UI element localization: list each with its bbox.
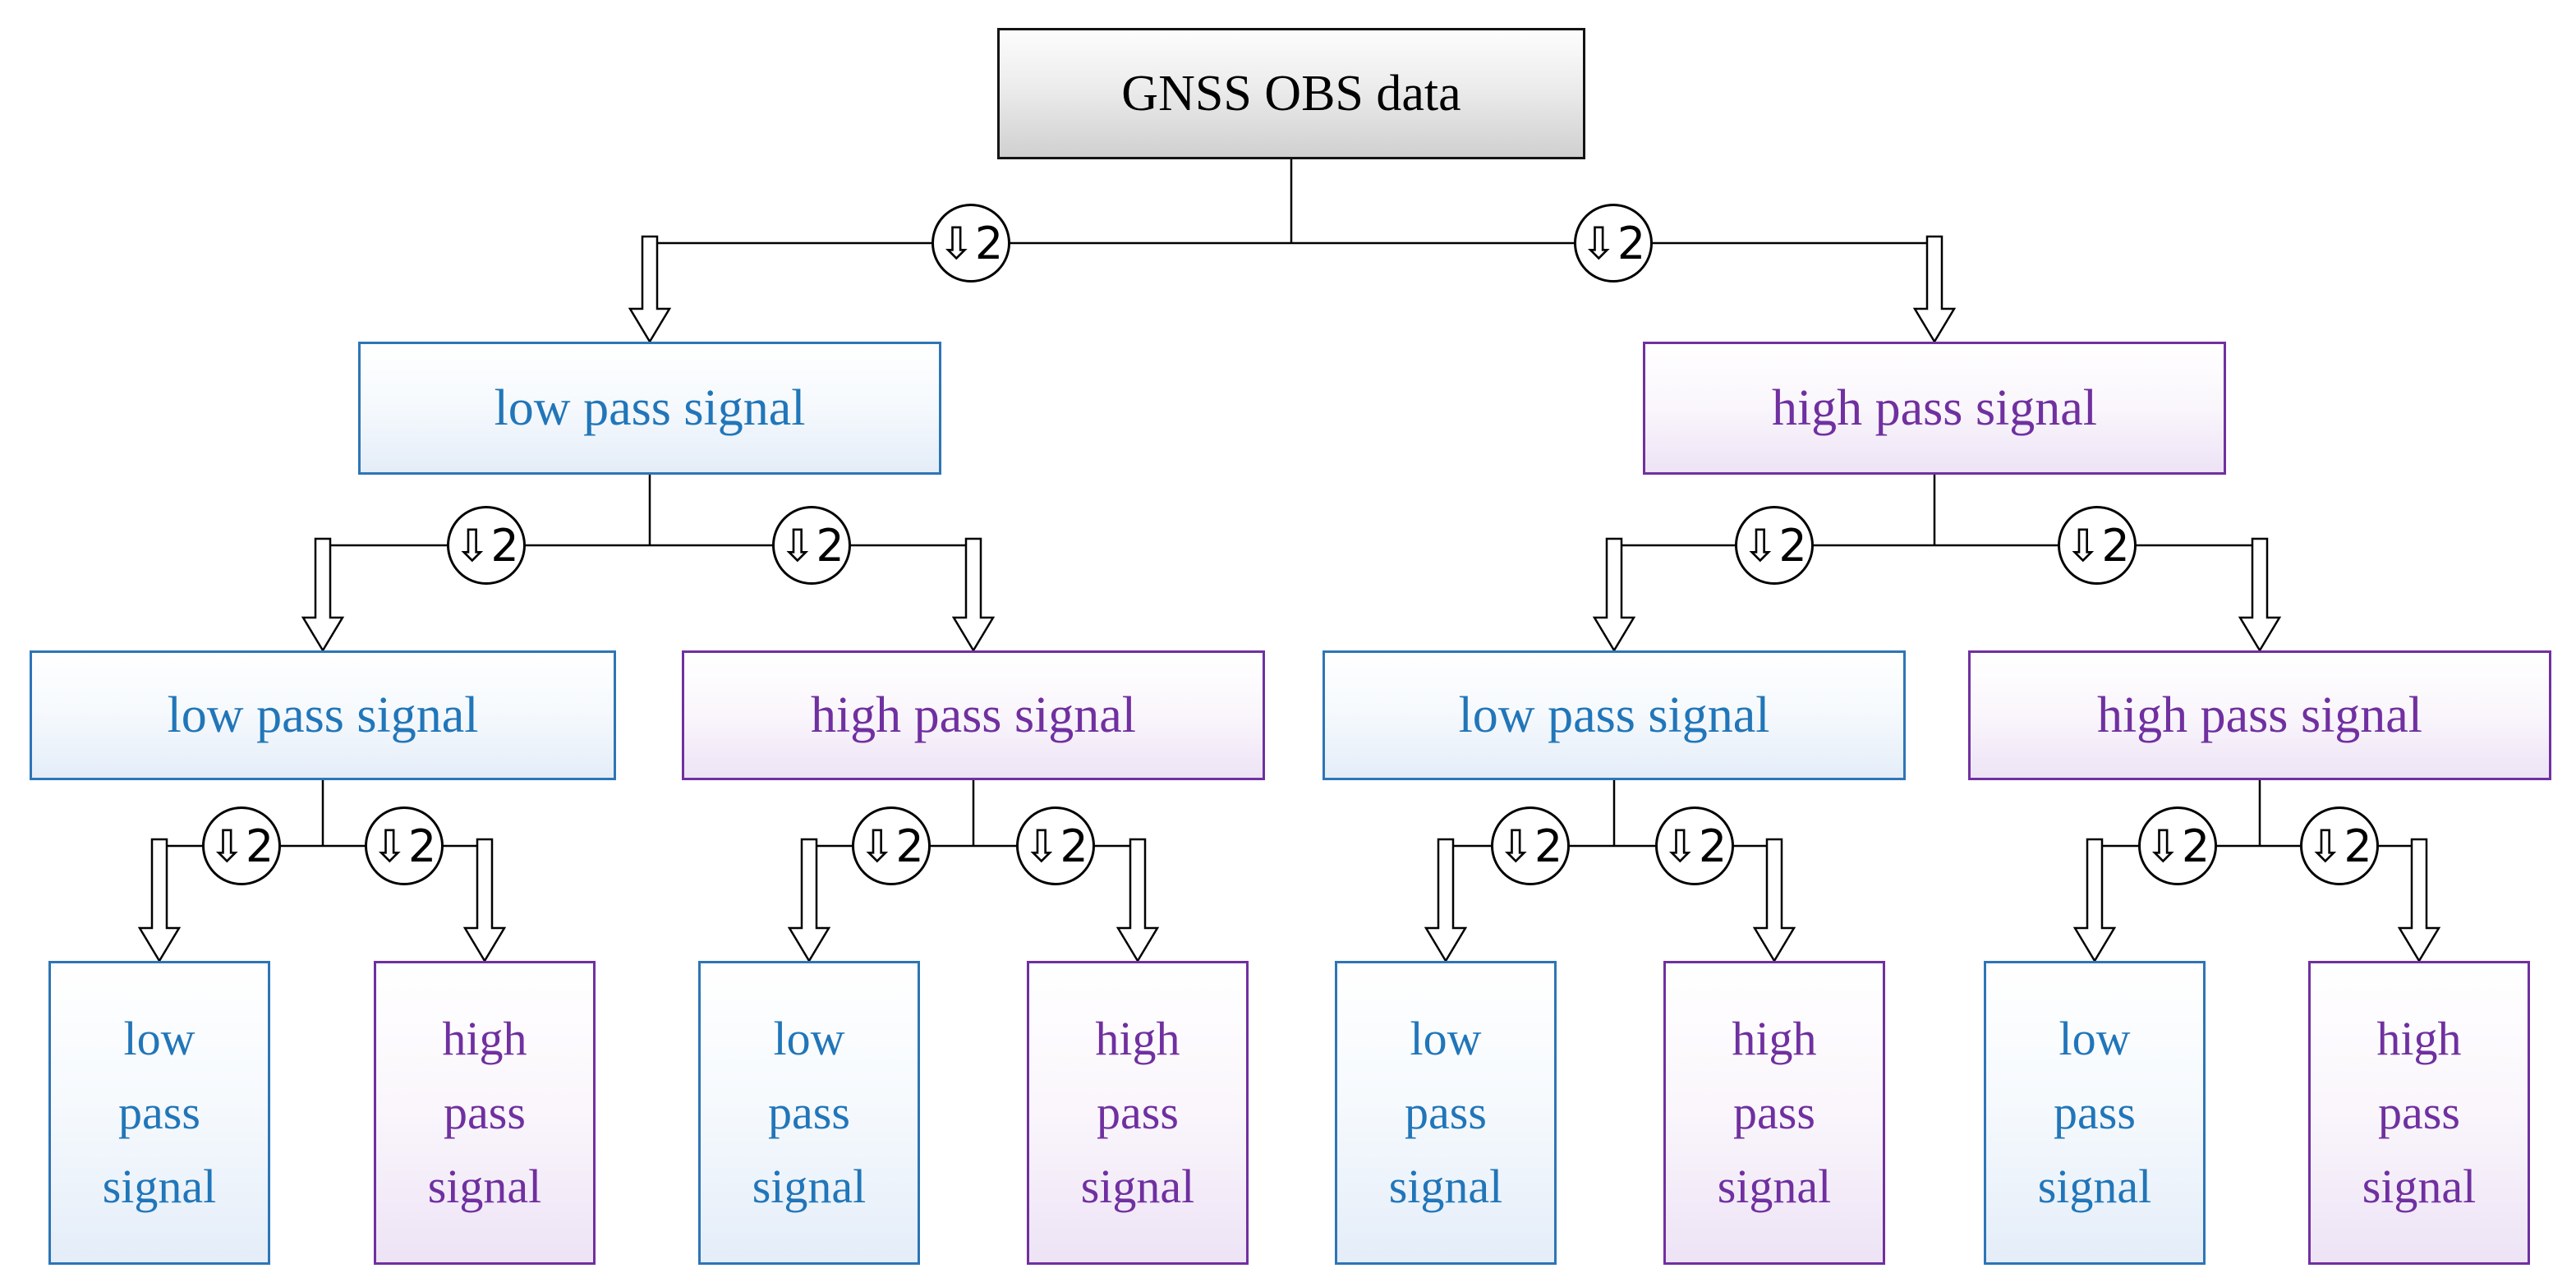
node-low-pass-signal: low pass signal	[48, 961, 270, 1265]
downsample-arrow-icon	[1912, 235, 1957, 344]
node-low-pass-signal: low pass signal	[698, 961, 920, 1265]
node-low-pass-signal: low pass signal	[1322, 650, 1906, 780]
downsample-arrow-icon	[1752, 838, 1796, 963]
downsample-arrow-icon	[1424, 838, 1468, 963]
downsample-by-2-badge: ⇩2	[1016, 806, 1095, 885]
downsample-by-2-badge: ⇩2	[201, 806, 281, 885]
node-low-pass-signal: low pass signal	[30, 650, 616, 780]
downsample-by-2-badge: ⇩2	[447, 506, 526, 585]
node-gnss-obs-data: GNSS OBS data	[997, 28, 1585, 159]
downsample-by-2-badge: ⇩2	[852, 806, 931, 885]
downsample-arrow-icon	[2072, 838, 2117, 963]
downsample-arrow-icon	[787, 838, 831, 963]
node-high-pass-signal: high pass signal	[1643, 342, 2226, 475]
downsample-arrow-icon	[1116, 838, 1160, 963]
node-low-pass-signal: low pass signal	[358, 342, 941, 475]
downsample-by-2-badge: ⇩2	[931, 204, 1010, 283]
node-low-pass-signal: low pass signal	[1335, 961, 1557, 1265]
downsample-arrow-icon	[137, 838, 182, 963]
downsample-by-2-badge: ⇩2	[772, 506, 851, 585]
downsample-by-2-badge: ⇩2	[1735, 506, 1814, 585]
downsample-by-2-badge: ⇩2	[2300, 806, 2379, 885]
downsample-by-2-badge: ⇩2	[2058, 506, 2137, 585]
downsample-by-2-badge: ⇩2	[1654, 806, 1734, 885]
downsample-arrow-icon	[1592, 537, 1636, 653]
node-high-pass-signal: high pass signal	[374, 961, 596, 1265]
node-high-pass-signal: high pass signal	[2308, 961, 2530, 1265]
downsample-arrow-icon	[951, 537, 996, 653]
downsample-by-2-badge: ⇩2	[364, 806, 444, 885]
downsample-arrow-icon	[628, 235, 672, 344]
node-high-pass-signal: high pass signal	[1663, 961, 1885, 1265]
downsample-by-2-badge: ⇩2	[2137, 806, 2217, 885]
node-low-pass-signal: low pass signal	[1984, 961, 2206, 1265]
node-high-pass-signal: high pass signal	[1027, 961, 1249, 1265]
downsample-by-2-badge: ⇩2	[1490, 806, 1570, 885]
downsample-arrow-icon	[462, 838, 507, 963]
node-high-pass-signal: high pass signal	[682, 650, 1265, 780]
downsample-arrow-icon	[2397, 838, 2441, 963]
downsample-arrow-icon	[301, 537, 345, 653]
node-high-pass-signal: high pass signal	[1968, 650, 2551, 780]
downsample-by-2-badge: ⇩2	[1573, 204, 1653, 283]
downsample-arrow-icon	[2238, 537, 2282, 653]
